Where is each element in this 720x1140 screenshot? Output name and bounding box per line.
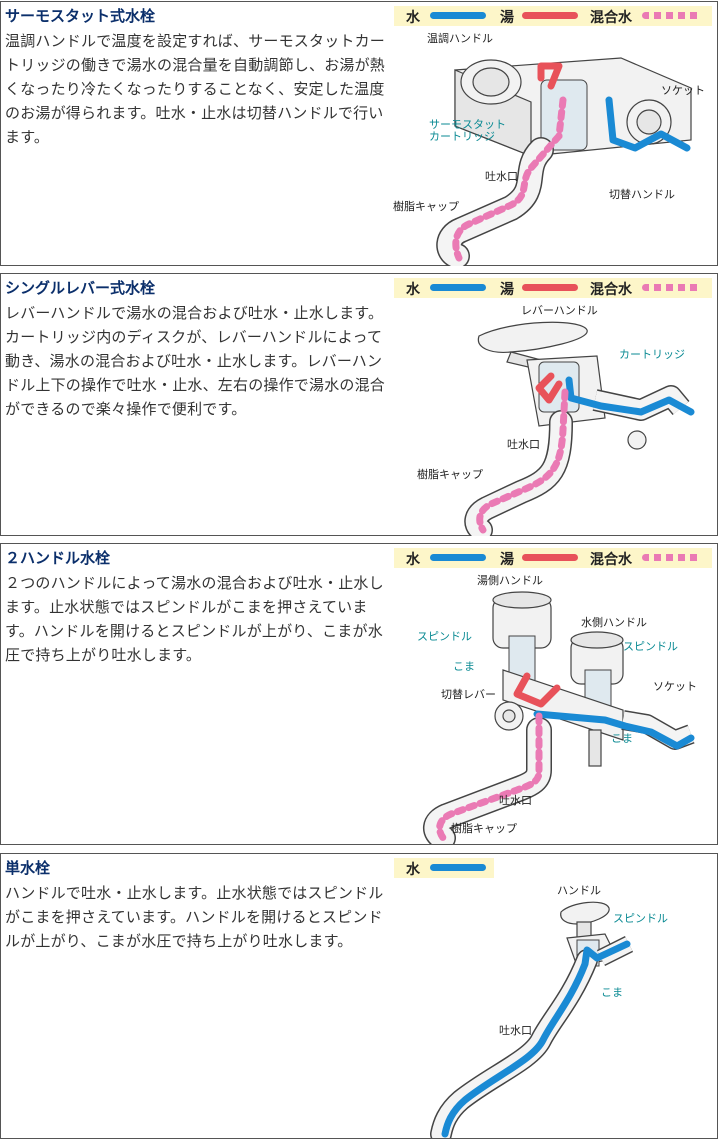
panel-description: レバーハンドルで湯水の混合および吐水・止水します。カートリッジ内のディスクが、レ… [5, 304, 386, 418]
lever-handle [477, 321, 588, 353]
label-spindle-left: スピンドル [417, 630, 472, 643]
label-cartridge-2: カートリッジ [429, 130, 495, 143]
panel-title: サーモスタット式水栓 [5, 7, 156, 25]
legend: 水 [394, 858, 494, 878]
single-tap-faucet-diagram: ハンドル スピンドル こま 吐水口 [430, 884, 668, 1138]
label-spindle: スピンドル [613, 912, 668, 925]
panel-title: シングルレバー式水栓 [5, 279, 156, 297]
panel-description: 温調ハンドルで温度を設定すれば、サーモスタットカートリッジの働きで湯水の混合量を… [5, 32, 386, 146]
legend-mixed-line [642, 12, 702, 19]
legend: 水 湯 混合水 [394, 278, 712, 298]
faucet-body [502, 669, 624, 741]
hot-flow [513, 672, 561, 708]
legend-hot-line [522, 284, 578, 291]
label-resin-cap: 樹脂キャップ [417, 467, 483, 481]
label-koma: こま [601, 986, 623, 999]
panel-description: ２つのハンドルによって湯水の混合および吐水・止水します。止水状態ではスピンドルが… [5, 574, 384, 664]
legend: 水 湯 混合水 [394, 6, 712, 26]
legend-hot-label: 湯 [500, 10, 514, 26]
label-switch-handle: 切替ハンドル [609, 187, 675, 201]
label-spout: 吐水口 [499, 794, 532, 807]
legend-hot-line [522, 554, 578, 561]
mixed-flow [476, 388, 569, 534]
label-spout: 吐水口 [499, 1024, 532, 1037]
label-handle: ハンドル [557, 884, 601, 897]
thermostat-faucet-diagram: 温調ハンドル ソケット サーモスタット カートリッジ 吐水口 切替ハンドル 樹脂… [393, 31, 705, 266]
panel-title: ２ハンドル水栓 [5, 549, 111, 567]
hot-flow [535, 372, 563, 404]
panel-description: ハンドルで吐水・止水します。止水状態ではスピンドルがこまを押さえています。ハンド… [5, 884, 384, 950]
legend-mixed-line [642, 284, 702, 291]
label-resin-cap: 樹脂キャップ [393, 199, 459, 213]
two-handle-faucet-diagram: 湯側ハンドル 水側ハンドル スピンドル スピンドル こま こま ソケット 切替レ… [417, 574, 697, 844]
water-flow [441, 940, 631, 1138]
single-lever-faucet-diagram: レバーハンドル カートリッジ 吐水口 樹脂キャップ [417, 304, 695, 536]
legend-hot-line [522, 12, 578, 19]
legend-water-line [430, 284, 486, 291]
label-spout: 吐水口 [485, 170, 518, 183]
label-spindle-right: スピンドル [623, 640, 678, 653]
panel-title: 単水栓 [5, 859, 51, 877]
label-cartridge-1: サーモスタット [429, 118, 506, 131]
label-socket: ソケット [661, 84, 705, 97]
handle [560, 901, 610, 925]
panel-single-lever: シングルレバー式水栓 レバーハンドルで湯水の混合および吐水・止水します。カートリ… [0, 273, 718, 536]
label-koma-left: こま [453, 660, 475, 673]
label-hot-handle: 湯側ハンドル [477, 574, 543, 587]
legend-water-line [430, 554, 486, 561]
label-resin-cap: 樹脂キャップ [451, 821, 517, 835]
legend-water-label: 水 [406, 862, 420, 878]
legend-mixed-label: 混合水 [590, 552, 632, 568]
legend-water-line [430, 12, 486, 19]
legend-mixed-label: 混合水 [590, 10, 632, 26]
legend-hot-label: 湯 [500, 282, 514, 298]
legend-hot-label: 湯 [500, 552, 514, 568]
legend-mixed-label: 混合水 [590, 282, 632, 298]
mixed-flow [452, 96, 567, 262]
legend-water-label: 水 [406, 10, 420, 26]
panel-two-handle: ２ハンドル水栓 ２つのハンドルによって湯水の混合および吐水・止水します。止水状態… [0, 543, 718, 845]
panel-single-tap: 単水栓 ハンドルで吐水・止水します。止水状態ではスピンドルがこまを押さえています… [0, 853, 718, 1139]
water-flow [533, 710, 695, 750]
legend-water-label: 水 [406, 282, 420, 298]
water-flow [565, 376, 695, 416]
label-spout: 吐水口 [507, 438, 540, 451]
label-temp-handle: 温調ハンドル [427, 31, 493, 45]
socket-nut [627, 430, 647, 450]
label-socket: ソケット [653, 680, 697, 693]
label-cold-handle: 水側ハンドル [581, 616, 647, 629]
legend-mixed-line [642, 554, 702, 561]
legend-water-line [430, 864, 486, 871]
mixed-flow [436, 712, 543, 844]
legend-water-label: 水 [406, 552, 420, 568]
hot-flow [537, 62, 563, 90]
label-cartridge: カートリッジ [619, 348, 685, 361]
label-lever-handle: レバーハンドル [521, 304, 598, 317]
legend: 水 湯 混合水 [394, 548, 712, 568]
label-switch-lever: 切替レバー [441, 687, 496, 701]
water-flow [605, 96, 691, 152]
panel-thermostat: サーモスタット式水栓 温調ハンドルで温度を設定すれば、サーモスタットカートリッジ… [0, 1, 718, 266]
label-koma-right: こま [611, 732, 633, 745]
